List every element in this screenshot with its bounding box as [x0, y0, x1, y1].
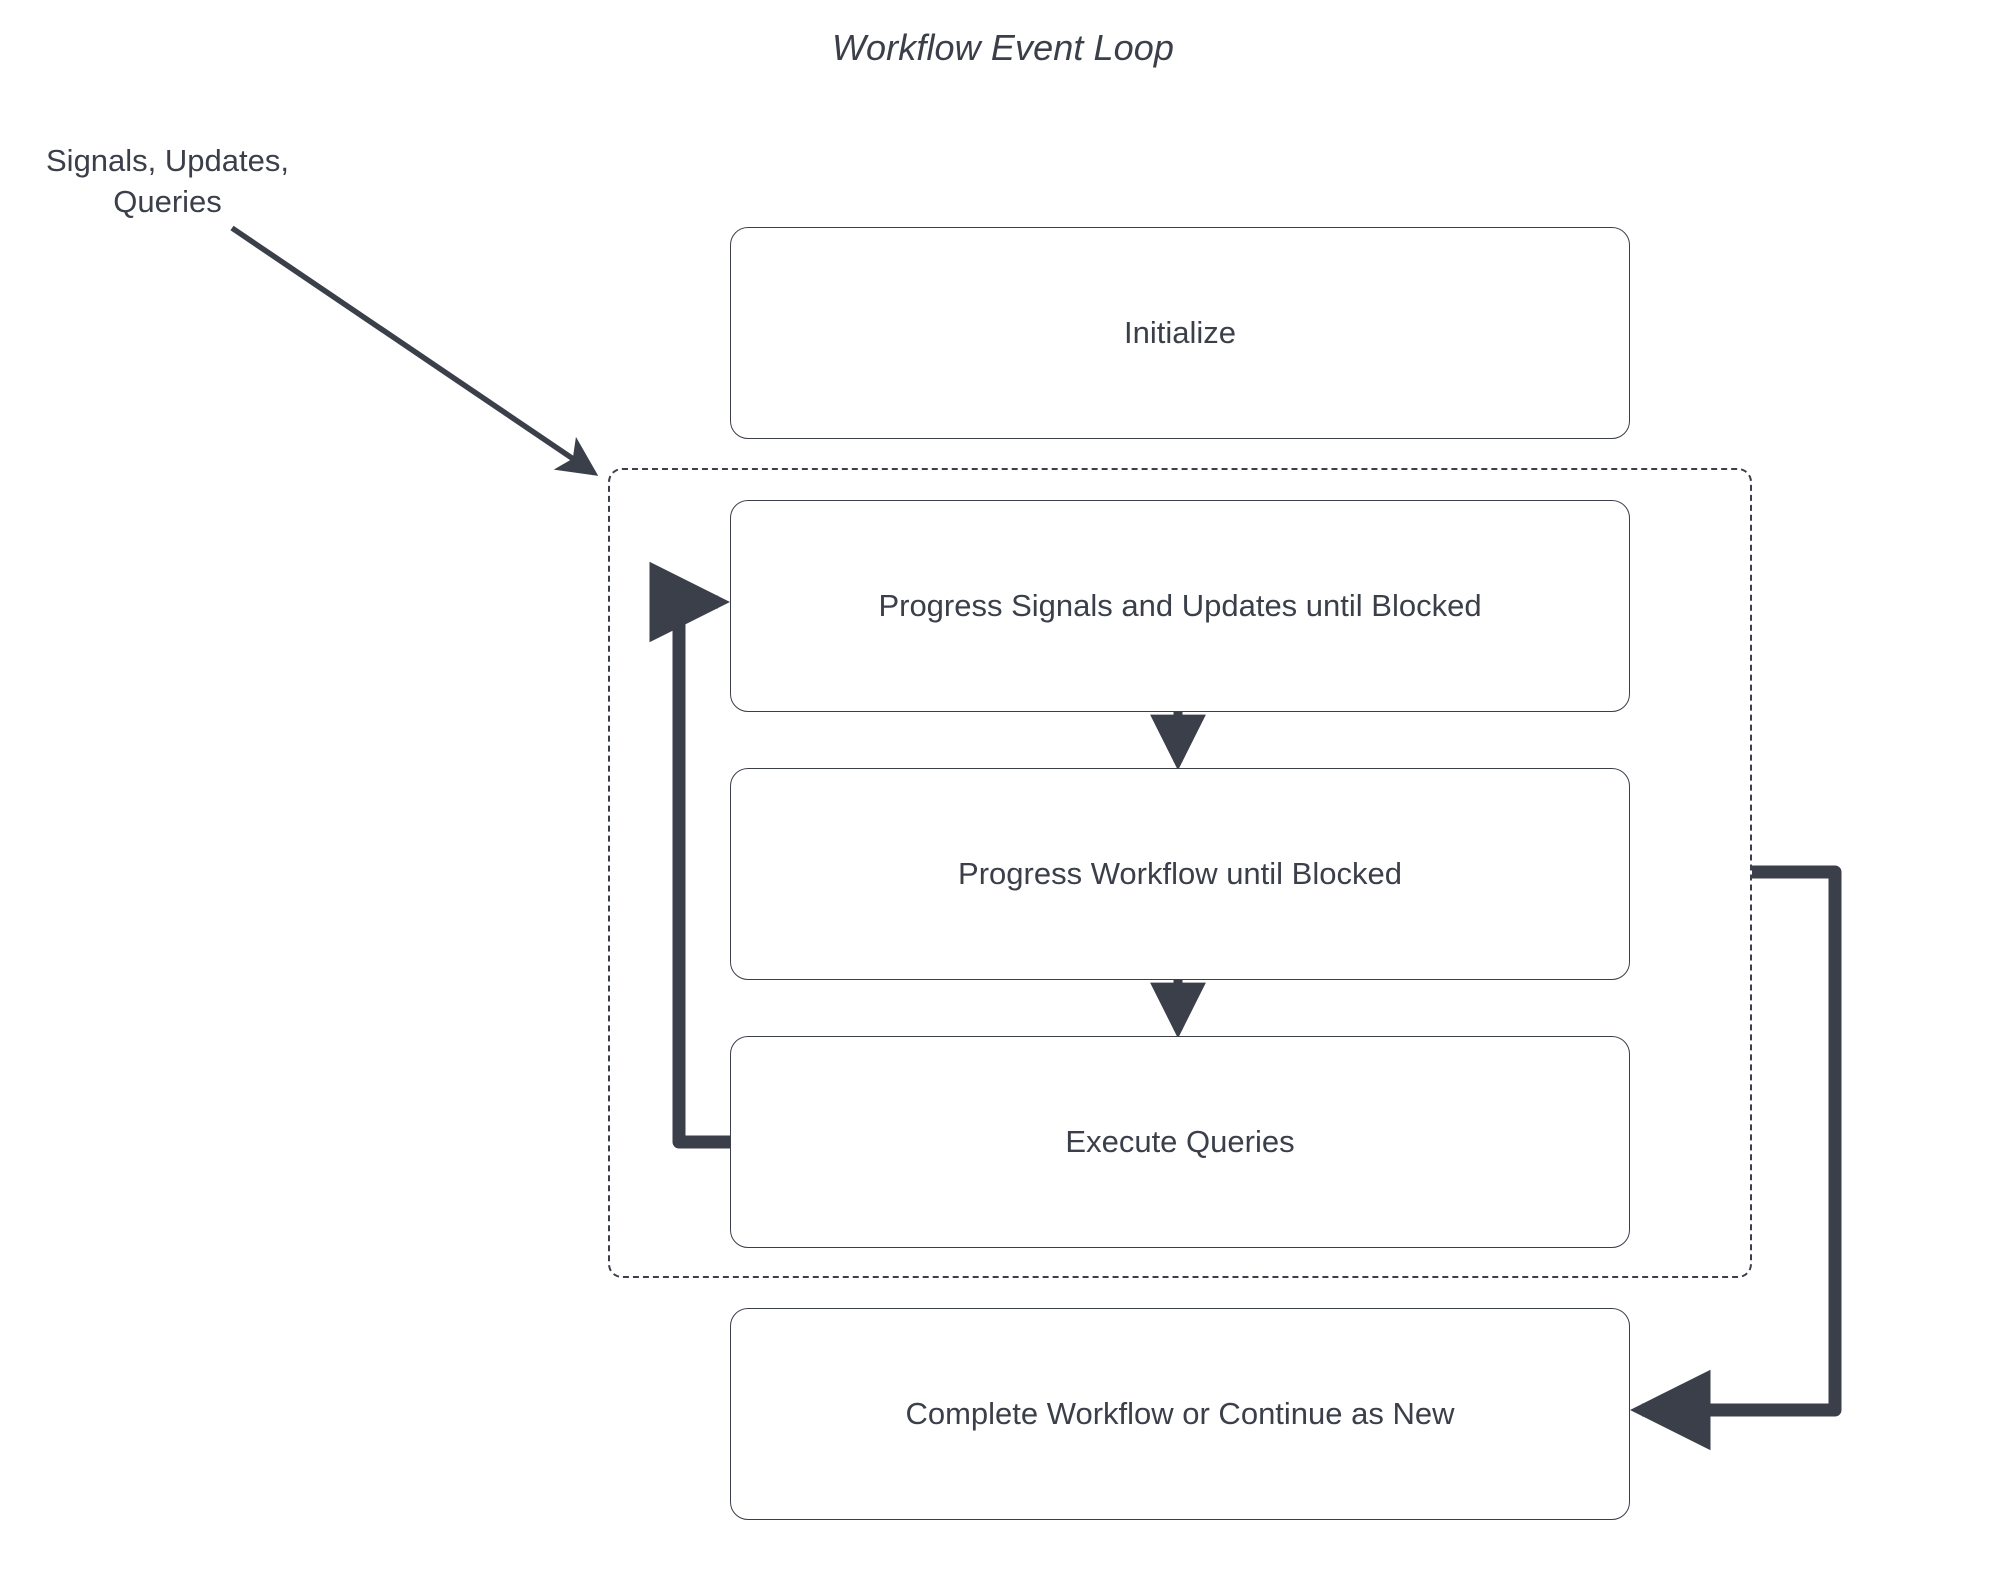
node-execute-queries-label: Execute Queries	[1065, 1124, 1295, 1159]
node-progress-workflow-label: Progress Workflow until Blocked	[958, 856, 1402, 891]
node-progress-workflow[interactable]: Progress Workflow until Blocked	[730, 768, 1630, 980]
node-execute-queries[interactable]: Execute Queries	[730, 1036, 1630, 1248]
node-initialize[interactable]: Initialize	[730, 227, 1630, 439]
node-initialize-label: Initialize	[1124, 315, 1236, 350]
page-title: Workflow Event Loop	[831, 27, 1175, 68]
edge-input-to-loop	[230, 225, 599, 476]
node-complete-workflow[interactable]: Complete Workflow or Continue as New	[730, 1308, 1630, 1520]
node-progress-signals-label: Progress Signals and Updates until Block…	[878, 588, 1482, 623]
node-complete-workflow-label: Complete Workflow or Continue as New	[905, 1396, 1455, 1431]
external-input-label: Signals, Updates, Queries	[46, 143, 289, 219]
node-progress-signals[interactable]: Progress Signals and Updates until Block…	[730, 500, 1630, 712]
